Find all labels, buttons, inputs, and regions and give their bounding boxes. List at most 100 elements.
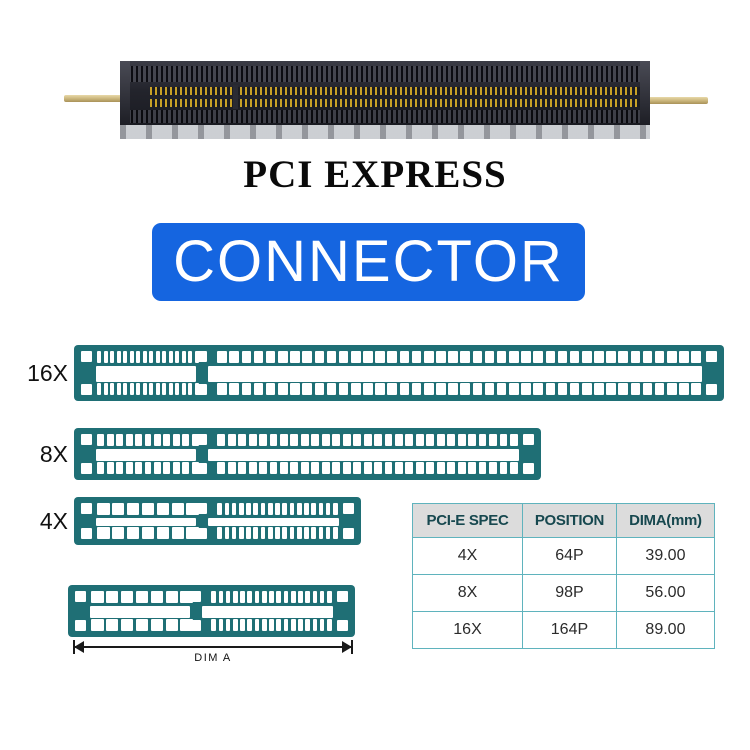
contact-slots-bot-segment-a <box>96 462 200 474</box>
contact-slots-bot-segment-a <box>90 619 194 631</box>
ribbon-cable-right <box>646 97 708 104</box>
corner-pad-tl <box>81 434 92 445</box>
contact-slots-bot-segment-a <box>96 527 200 539</box>
key-square-top <box>196 503 207 514</box>
key-square-top <box>190 591 201 602</box>
contact-slots-bot-segment-b <box>216 527 339 539</box>
cell-spec: 4X <box>411 537 524 575</box>
cell-position: 64P <box>522 537 617 575</box>
contact-slots-top-segment-a <box>90 591 194 603</box>
corner-pad-tl <box>75 591 86 602</box>
key-divider <box>190 606 202 618</box>
center-channel-left <box>96 449 196 461</box>
contact-slots-top-segment-b <box>216 351 702 363</box>
cell-dima: 39.00 <box>615 537 716 575</box>
connector-drawing <box>68 585 355 637</box>
connector-row-16x: 16X <box>10 345 724 401</box>
corner-pad-bl <box>81 463 92 474</box>
connector-end-cap-left <box>120 61 130 125</box>
connector-bottom-contacts <box>126 110 644 123</box>
corner-pad-br <box>706 384 717 395</box>
corner-pad-bl <box>81 384 92 395</box>
corner-pad-tr <box>706 351 717 362</box>
connector-row-8x: 8X <box>10 428 541 480</box>
connector-end-cap-right <box>640 61 650 125</box>
column-header-dima: DIMA(mm) <box>615 503 716 538</box>
table-row: 4X 64P 39.00 <box>411 537 716 575</box>
connector-row-dim <box>68 585 355 637</box>
corner-pad-bl <box>75 620 86 631</box>
corner-pad-tr <box>337 591 348 602</box>
dimension-arrow-left <box>74 641 84 653</box>
dimension-line-dim-a: DIM A <box>68 640 358 666</box>
connector-drawing <box>74 345 724 401</box>
key-divider <box>196 518 208 526</box>
connector-top-contacts <box>126 66 644 82</box>
connector-key-notch <box>233 85 238 109</box>
cell-spec: 16X <box>411 611 524 649</box>
contact-slots-top-segment-a <box>96 434 200 446</box>
cell-spec: 8X <box>411 574 524 612</box>
center-channel-left <box>96 366 196 382</box>
connector-size-label: 4X <box>39 507 68 534</box>
corner-pad-br <box>343 528 354 539</box>
column-header-spec: PCI-E SPEC <box>411 503 524 538</box>
connector-base-shadow <box>120 121 650 139</box>
corner-pad-tr <box>523 434 534 445</box>
connector-drawing <box>74 428 541 480</box>
key-square-bot <box>196 528 207 539</box>
table-row: 16X 164P 89.00 <box>411 611 716 649</box>
contact-slots-top-segment-b <box>216 434 519 446</box>
pci-express-connector-photo <box>60 55 710 145</box>
cell-position: 164P <box>522 611 617 649</box>
contact-slots-bot-segment-b <box>216 383 702 395</box>
connector-size-label: 16X <box>27 359 68 386</box>
key-square-bot <box>196 463 207 474</box>
table-body: 4X 64P 39.00 8X 98P 56.00 16X 164P 89.00 <box>411 537 716 649</box>
key-square-top <box>196 434 207 445</box>
connector-drawing <box>74 497 361 545</box>
center-channel-left <box>90 606 190 618</box>
connector-housing <box>120 61 650 125</box>
table-header-row: PCI-E SPEC POSITION DIMA(mm) <box>411 503 716 538</box>
connector-banner: CONNECTOR <box>152 223 585 301</box>
dimension-line <box>74 646 352 648</box>
column-header-position: POSITION <box>522 503 617 538</box>
contact-slots-top-segment-a <box>96 351 200 363</box>
corner-pad-br <box>337 620 348 631</box>
cell-dima: 89.00 <box>615 611 716 649</box>
banner-label: CONNECTOR <box>173 229 564 294</box>
cell-dima: 56.00 <box>615 574 716 612</box>
corner-pad-tr <box>343 503 354 514</box>
corner-pad-tl <box>81 351 92 362</box>
cell-position: 98P <box>522 574 617 612</box>
contact-slots-bot-segment-b <box>210 619 333 631</box>
dimension-label: DIM A <box>194 652 232 664</box>
connector-body-photo <box>120 61 650 139</box>
corner-pad-br <box>523 463 534 474</box>
contact-slots-bot-segment-b <box>216 462 519 474</box>
contact-slots-top-segment-b <box>210 591 333 603</box>
contact-slots-bot-segment-a <box>96 383 200 395</box>
key-divider <box>196 449 208 461</box>
ribbon-cable-left <box>64 95 128 102</box>
center-channel-right <box>208 449 519 461</box>
connector-row-4x: 4X <box>10 497 361 545</box>
key-square-bot <box>190 620 201 631</box>
table-row: 8X 98P 56.00 <box>411 574 716 612</box>
center-channel-left <box>96 518 196 526</box>
key-square-bot <box>196 384 207 395</box>
dimension-tick-right <box>351 640 353 654</box>
connector-gold-pins-row-2 <box>150 99 642 107</box>
contact-slots-top-segment-b <box>216 503 339 515</box>
corner-pad-bl <box>81 528 92 539</box>
contact-slots-top-segment-a <box>96 503 200 515</box>
center-channel-right <box>208 518 339 526</box>
center-channel-right <box>202 606 333 618</box>
center-channel-right <box>208 366 702 382</box>
connector-gold-pins-row-1 <box>150 87 642 95</box>
corner-pad-tl <box>81 503 92 514</box>
dimension-arrow-right <box>342 641 352 653</box>
page-title: PCI EXPRESS <box>243 153 507 196</box>
